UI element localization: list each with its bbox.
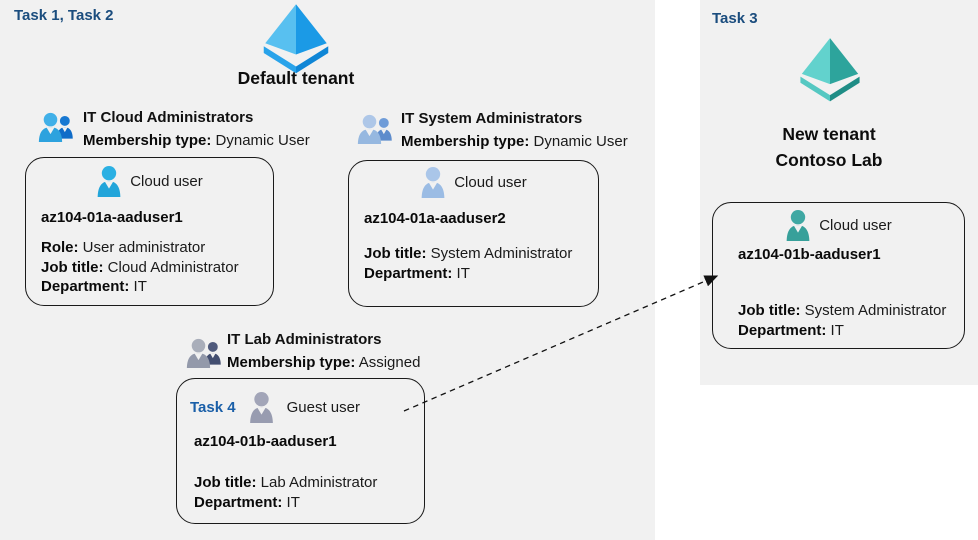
user-card-az104-01a-aaduser2: Cloud user az104-01a-aaduser2 Job title:… xyxy=(348,160,599,307)
user-type-label: Cloud user xyxy=(454,174,527,191)
attribute-line: Job title: System Administrator xyxy=(738,302,947,319)
task-4-label: Task 4 xyxy=(190,399,236,416)
azure-ad-tenant-icon-blue xyxy=(256,2,336,74)
person-icon-gray xyxy=(248,391,275,424)
membership-label: Membership type: xyxy=(401,133,530,150)
new-tenant-title-line2: Contoso Lab xyxy=(775,150,883,170)
username: az104-01b-aaduser1 xyxy=(194,433,337,450)
user-attributes: Job title: System Administrator Departme… xyxy=(364,244,572,283)
username: az104-01b-aaduser1 xyxy=(738,246,881,263)
user-type-label: Cloud user xyxy=(819,217,892,234)
user-attributes: Role: User administrator Job title: Clou… xyxy=(41,238,239,297)
person-icon-periwinkle xyxy=(420,166,446,199)
attribute-line: Job title: Cloud Administrator xyxy=(41,258,239,276)
attribute-line: Department: IT xyxy=(738,321,844,339)
default-tenant-title: Default tenant xyxy=(237,68,355,88)
attribute-line: Department: IT xyxy=(41,278,147,295)
group-membership: Membership type: Dynamic User xyxy=(83,132,310,149)
new-tenant-title-line1: New tenant xyxy=(782,124,876,144)
group-it-lab-administrators: IT Lab Administrators Membership type: A… xyxy=(186,328,466,374)
card-header: Task 4 Guest user xyxy=(190,391,360,424)
people-icon xyxy=(357,114,394,145)
azure-ad-tenant-icon-teal xyxy=(796,36,864,102)
person-icon-cyan xyxy=(96,165,122,198)
card-header: Cloud user xyxy=(26,165,273,198)
task-1-2-label: Task 1, Task 2 xyxy=(14,7,114,24)
group-membership: Membership type: Assigned xyxy=(227,354,420,371)
guest-user-card-az104-01b-aaduser1: Task 4 Guest user az104-01b-aaduser1 Job… xyxy=(176,378,425,524)
people-icon xyxy=(186,338,223,369)
username: az104-01a-aaduser2 xyxy=(364,210,506,227)
user-attributes: Job title: Lab Administrator Department:… xyxy=(194,473,377,512)
group-membership: Membership type: Dynamic User xyxy=(401,133,628,150)
membership-value: Dynamic User xyxy=(215,132,310,149)
group-name: IT System Administrators xyxy=(401,110,583,127)
group-name: IT Cloud Administrators xyxy=(83,109,254,126)
group-it-cloud-administrators: IT Cloud Administrators Membership type:… xyxy=(38,106,338,152)
task-3-label: Task 3 xyxy=(712,10,758,27)
membership-value: Assigned xyxy=(358,354,421,371)
attribute-line: Job title: Lab Administrator xyxy=(194,474,378,491)
attribute-line: Department: IT xyxy=(364,264,470,282)
people-icon xyxy=(38,112,75,143)
user-type-label: Cloud user xyxy=(130,173,203,190)
membership-label: Membership type: xyxy=(227,354,356,371)
card-header: Cloud user xyxy=(349,166,598,199)
attribute-line: Role: User administrator xyxy=(41,239,206,256)
attribute-line: Job title: System Administrator xyxy=(364,245,573,262)
user-card-az104-01a-aaduser1: Cloud user az104-01a-aaduser1 Role: User… xyxy=(25,157,274,306)
card-header: Cloud user xyxy=(713,209,964,242)
person-icon-teal xyxy=(785,209,811,242)
user-card-az104-01b-aaduser1-new-tenant: Cloud user az104-01b-aaduser1 Job title:… xyxy=(712,202,965,349)
user-attributes: Job title: System Administrator Departme… xyxy=(738,301,946,340)
user-type-label: Guest user xyxy=(286,399,360,416)
group-name: IT Lab Administrators xyxy=(227,331,382,348)
membership-value: Dynamic User xyxy=(533,133,628,150)
username: az104-01a-aaduser1 xyxy=(41,209,183,226)
attribute-line: Department: IT xyxy=(194,493,300,511)
membership-label: Membership type: xyxy=(83,132,212,149)
group-it-system-administrators: IT System Administrators Membership type… xyxy=(357,106,657,152)
default-tenant-panel xyxy=(0,0,655,540)
